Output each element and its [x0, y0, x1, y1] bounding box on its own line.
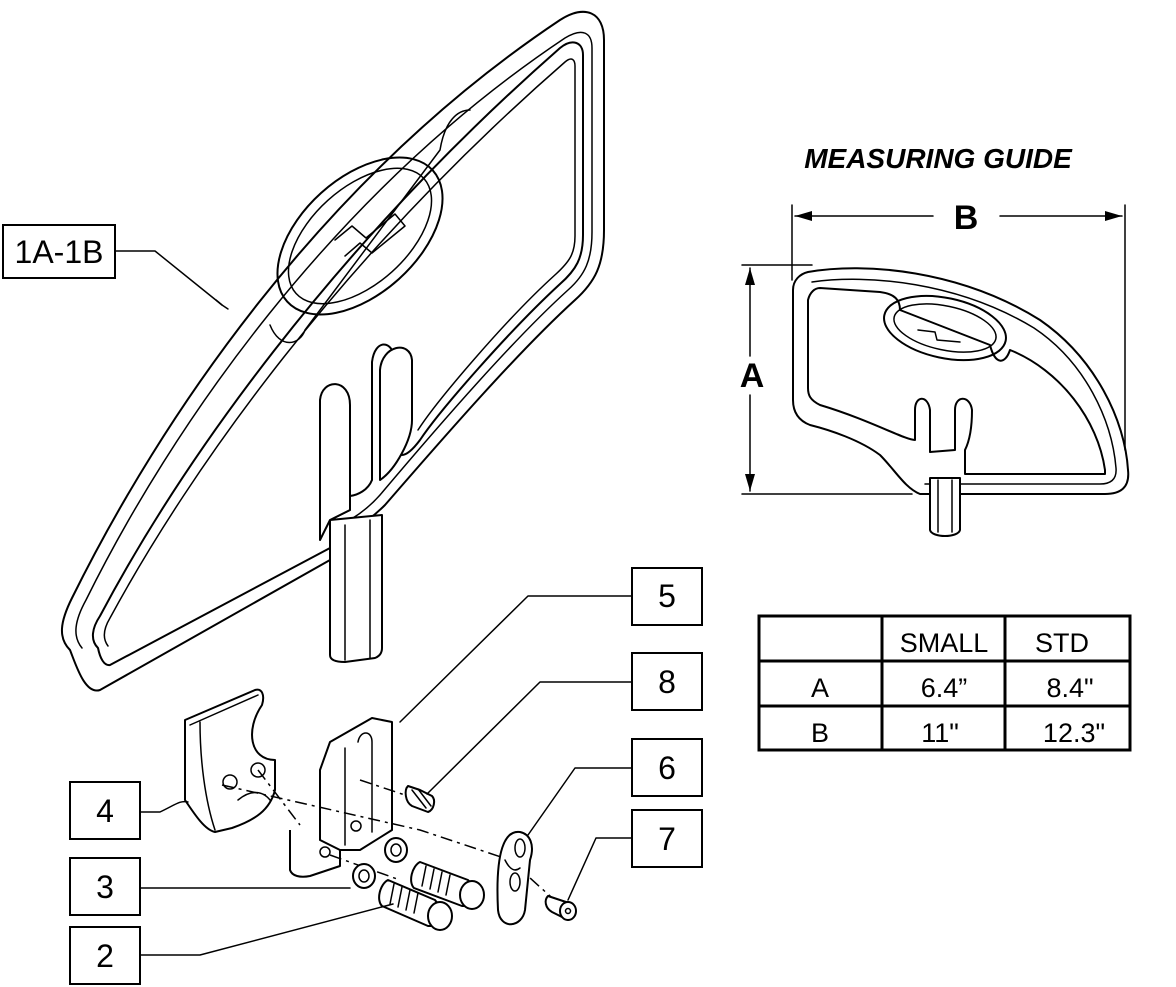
callout-1a-1b-label: 1A-1B	[15, 234, 104, 270]
set-screw-part-8	[404, 785, 436, 813]
table-row-a-std: 8.4"	[1046, 673, 1093, 703]
table-header-small: SMALL	[900, 628, 989, 658]
callout-5-label: 5	[658, 578, 676, 614]
table-row-a-small: 6.4”	[921, 673, 968, 703]
measuring-guide-title: MEASURING GUIDE	[804, 143, 1073, 174]
table-header-std: STD	[1035, 628, 1089, 658]
table-row-a-label: A	[811, 673, 829, 703]
callout-6-label: 6	[658, 750, 676, 786]
table-row-b-small: 11"	[921, 718, 959, 748]
callout-4: 4	[69, 781, 141, 840]
end-plate-part-6	[496, 830, 533, 926]
callout-7: 7	[631, 809, 703, 868]
callout-3: 3	[69, 857, 141, 916]
measuring-guide: MEASURING GUIDE B A	[740, 143, 1130, 537]
callout-3-label: 3	[96, 869, 114, 905]
mount-bracket-part-4	[184, 688, 276, 833]
flat-screw-part-7	[544, 895, 577, 921]
leader-lines	[114, 250, 633, 956]
callout-5: 5	[631, 567, 703, 626]
callout-4-label: 4	[96, 793, 114, 829]
callout-1a-1b: 1A-1B	[2, 224, 116, 279]
callout-7-label: 7	[658, 821, 676, 857]
washer-part-3	[352, 837, 408, 889]
callout-2: 2	[69, 926, 141, 985]
table-row-b-std: 12.3"	[1043, 718, 1105, 748]
callout-8-label: 8	[658, 664, 676, 700]
dimension-a-label: A	[740, 357, 765, 395]
table-row-b-label: B	[811, 718, 829, 748]
callout-6: 6	[631, 738, 703, 797]
size-table: SMALL STD A 6.4” 8.4" B 11" 12.3"	[757, 614, 1132, 752]
callout-8: 8	[631, 652, 703, 711]
dimension-b-label: B	[954, 199, 979, 237]
armtray-main	[61, 10, 605, 692]
bolt-part-2	[378, 861, 485, 931]
callout-2-label: 2	[96, 938, 114, 974]
clamp-block-part-5	[289, 717, 393, 878]
